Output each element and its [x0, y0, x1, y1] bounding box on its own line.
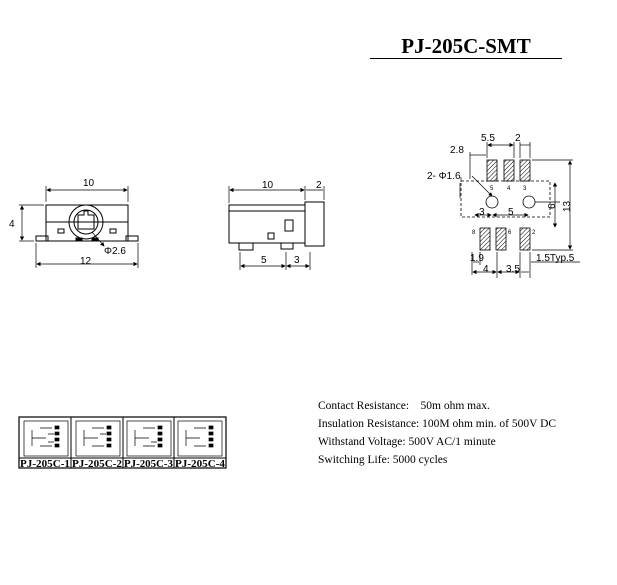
variant-label-3: PJ-205C-3 [124, 459, 173, 470]
pin-label-4: 4 [507, 186, 511, 192]
pad-2 [519, 227, 531, 251]
dim-side-pin-a: 5 [261, 255, 267, 266]
spec-withstand-voltage: Withstand Voltage: 500V AC/1 minute [318, 436, 496, 448]
dim-fp-1-5typ: 1.5Typ.5 [536, 253, 575, 264]
spec-contact-resistance: Contact Resistance: 50m ohm max. [318, 400, 490, 412]
part-number-title: PJ-205C-SMT [370, 34, 562, 59]
front-body-outline [35, 204, 139, 242]
dim-fp-5-5: 5.5 [481, 133, 495, 144]
dim-side-pin-b: 3 [294, 255, 300, 266]
variant-schematic-1 [23, 420, 69, 457]
dim-fp-hole-label: 2- Φ1.6 [427, 171, 461, 182]
variant-schematic-4 [177, 420, 223, 457]
dim-side-depth: 2 [316, 180, 322, 191]
footprint-outline [460, 180, 551, 218]
dim-front-hole: Φ2.6 [104, 246, 126, 257]
pad-5 [486, 159, 498, 182]
dim-front-height: 4 [9, 219, 15, 230]
pin-label-5: 5 [490, 186, 494, 192]
dim-fp-6: 6 [547, 203, 558, 209]
pad-8 [479, 227, 491, 251]
dim-fp-5: 5 [508, 207, 514, 218]
mounting-hole-right [522, 195, 536, 209]
dim-fp-2-top: 2 [515, 133, 521, 144]
pad-6 [495, 227, 507, 251]
spec-insulation-resistance: Insulation Resistance: 100M ohm min. of … [318, 418, 557, 430]
pin-label-3: 3 [523, 186, 527, 192]
side-body-outline [228, 201, 325, 251]
dim-fp-2-8: 2.8 [450, 145, 464, 156]
pad-3 [519, 159, 531, 182]
variant-label-1: PJ-205C-1 [20, 459, 70, 470]
front-dimensions [19, 186, 139, 268]
dim-fp-1-9: 1.9 [470, 253, 484, 264]
variant-schematic-3 [126, 420, 172, 457]
mounting-hole-left [485, 195, 499, 209]
variant-label-4: PJ-205C-4 [175, 459, 225, 470]
footprint-dimensions [459, 142, 580, 278]
footprint-pads [479, 159, 536, 251]
pin-label-6: 6 [508, 230, 512, 236]
variant-schematic-2 [75, 420, 121, 457]
dim-fp-3-5: 3.5 [506, 264, 520, 275]
pin-label-8: 8 [472, 230, 476, 236]
side-dimensions [228, 186, 325, 270]
variant-table: PJ-205C-1 PJ-205C-2 PJ-205C-3 PJ-205C-4 [18, 416, 227, 470]
dim-side-length: 10 [262, 180, 274, 191]
dim-front-width-bottom: 12 [80, 256, 92, 267]
dim-fp-3: 3 [479, 207, 485, 218]
dim-fp-4: 4 [483, 264, 489, 275]
pad-4 [503, 159, 515, 182]
spec-switching-life: Switching Life: 5000 cycles [318, 454, 448, 466]
front-view: 10 4 12 Φ2.6 [9, 178, 139, 268]
side-view: 10 2 5 3 [228, 180, 325, 270]
pcb-footprint: 5.5 2 2.8 2- Φ1.6 3 5 6 13 1.9 4 3.5 1.5… [427, 133, 580, 278]
dim-front-width-top: 10 [83, 178, 95, 189]
pin-label-2: 2 [532, 230, 536, 236]
specifications-block: Contact Resistance: 50m ohm max. Insulat… [318, 397, 556, 469]
dim-fp-13: 13 [562, 200, 573, 212]
variant-label-2: PJ-205C-2 [72, 459, 122, 470]
